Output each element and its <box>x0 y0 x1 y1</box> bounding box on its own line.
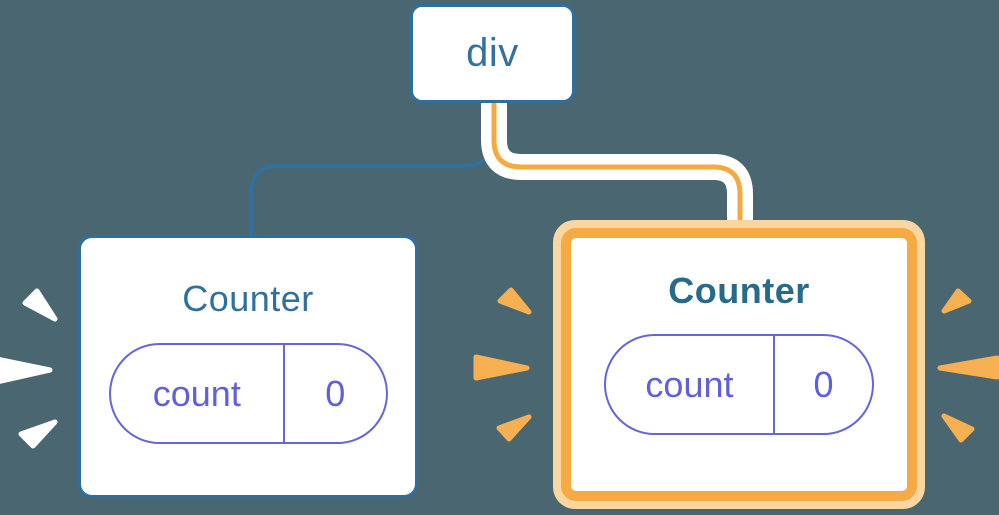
state-pill: count 0 <box>604 334 874 435</box>
connector-left <box>249 103 494 237</box>
state-value: 0 <box>325 372 346 414</box>
state-value: 0 <box>813 363 834 405</box>
flash-ray-orange-right-top-icon <box>941 288 972 314</box>
flash-ray-orange-right-middle-icon <box>937 355 999 380</box>
root-node-label: div <box>466 31 519 75</box>
flash-ray-white-bottom-icon <box>18 419 58 449</box>
connector-right-core <box>491 103 743 238</box>
counter-card-right-highlight-ring: Counter count 0 <box>553 220 925 509</box>
flash-ray-white-top-icon <box>22 288 58 322</box>
tree-root-node: div <box>410 4 575 103</box>
counter-card-right-title: Counter <box>668 270 810 311</box>
counter-card-left: Counter count 0 <box>78 235 418 498</box>
state-name: count <box>606 336 775 433</box>
flash-ray-orange-right-bottom-icon <box>941 413 975 443</box>
flash-ray-white-middle-icon <box>0 357 53 384</box>
counter-card-left-title: Counter <box>182 278 314 319</box>
state-pill: count 0 <box>108 343 388 444</box>
flash-ray-orange-left-middle-icon <box>473 354 530 381</box>
flash-ray-orange-left-top-icon <box>497 287 532 315</box>
flash-ray-orange-left-bottom-icon <box>496 414 532 442</box>
state-name: count <box>111 345 286 442</box>
counter-card-right: Counter count 0 <box>561 228 917 501</box>
